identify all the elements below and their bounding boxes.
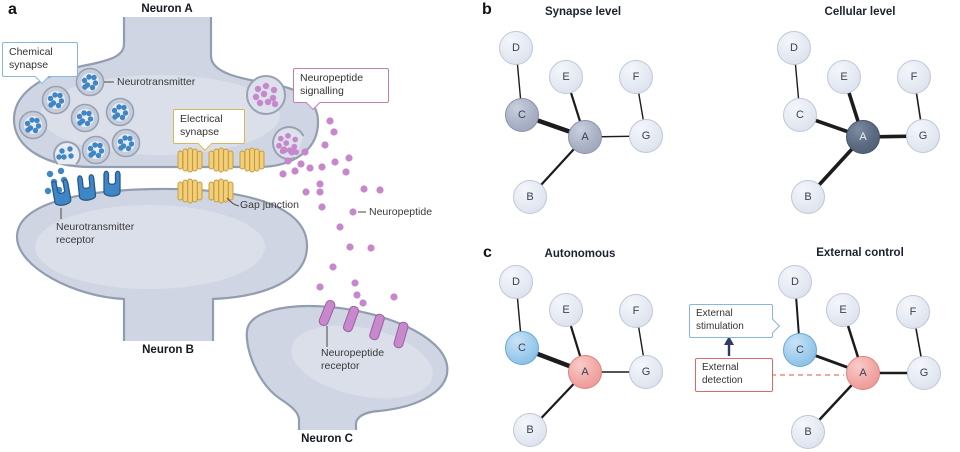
panel-c-letter: c: [483, 244, 492, 261]
title-external-control: External control: [816, 247, 904, 259]
neuron-a-label: Neuron A: [141, 3, 193, 15]
external-detection-label: External detection: [702, 362, 743, 386]
node-synapse-B: B: [513, 180, 547, 214]
node-external-A: A: [846, 356, 880, 390]
external-stimulation-label: External stimulation: [696, 308, 744, 332]
chemical-vesicles: [18, 67, 141, 165]
external-control-annotations: [724, 336, 844, 376]
neuropeptide-signalling-callout: Neuropeptide signalling: [293, 68, 389, 110]
node-synapse-G: G: [629, 119, 663, 153]
chemical-synapse-callout: Chemical synapse: [2, 42, 78, 84]
chemical-synapse-label: Chemical synapse: [9, 46, 53, 72]
node-autonomous-D: D: [499, 265, 533, 299]
neurotransmitter-receptor-label: Neurotransmitter receptor: [56, 221, 135, 247]
panel-a: a Neuron A Neuron B Neuron C Chemical sy…: [0, 0, 470, 452]
node-external-D: D: [778, 265, 812, 299]
node-cellular-D: D: [777, 31, 811, 65]
node-autonomous-C: C: [505, 331, 539, 365]
node-cellular-E: E: [827, 60, 861, 94]
node-autonomous-E: E: [549, 293, 583, 327]
node-external-F: F: [896, 295, 930, 329]
panel-b-letter: b: [482, 1, 492, 18]
node-cellular-A: A: [846, 120, 880, 154]
panels-b-c: b c Synapse level Cellular level Autonom…: [470, 0, 960, 452]
title-autonomous: Autonomous: [544, 248, 616, 260]
node-synapse-D: D: [499, 31, 533, 65]
title-synapse-level: Synapse level: [544, 6, 622, 18]
node-external-C: C: [783, 333, 817, 367]
electrical-synapse-callout: Electrical synapse: [173, 109, 245, 151]
external-detection-callout: External detection: [695, 358, 773, 392]
neurotransmitter-label: Neurotransmitter: [117, 76, 196, 88]
feedback-arrow-head: [724, 336, 734, 345]
node-autonomous-F: F: [619, 294, 653, 328]
annotation-connectors: [60, 81, 366, 347]
node-external-E: E: [826, 293, 860, 327]
node-synapse-E: E: [549, 60, 583, 94]
electrical-synapse-label: Electrical synapse: [180, 113, 223, 139]
node-cellular-C: C: [783, 98, 817, 132]
neuron-c-label: Neuron C: [301, 433, 353, 445]
node-autonomous-A: A: [568, 355, 602, 389]
node-autonomous-G: G: [629, 355, 663, 389]
node-synapse-F: F: [619, 60, 653, 94]
node-cellular-B: B: [791, 180, 825, 214]
neuropeptide-receptor-label: Neuropeptide receptor: [321, 347, 385, 373]
node-external-B: B: [791, 415, 825, 449]
neuropeptide-legend-dot: [349, 208, 357, 216]
node-synapse-C: C: [505, 98, 539, 132]
title-cellular-level: Cellular level: [824, 6, 896, 18]
neuron-b-label: Neuron B: [142, 344, 194, 356]
node-cellular-F: F: [897, 60, 931, 94]
node-external-G: G: [907, 356, 941, 390]
node-synapse-A: A: [568, 120, 602, 154]
neuropeptide-label: Neuropeptide: [369, 206, 433, 218]
node-cellular-G: G: [906, 119, 940, 153]
gap-junction-label: Gap junction: [240, 199, 299, 211]
node-autonomous-B: B: [513, 413, 547, 447]
neuron-b-highlight: [35, 205, 265, 289]
neuropeptide-dots: [279, 117, 398, 307]
neuropeptide-signalling-label: Neuropeptide signalling: [300, 72, 364, 98]
external-stimulation-callout: External stimulation: [689, 304, 781, 338]
panel-a-letter: a: [8, 1, 17, 18]
gap-junction-channels: [177, 147, 265, 204]
